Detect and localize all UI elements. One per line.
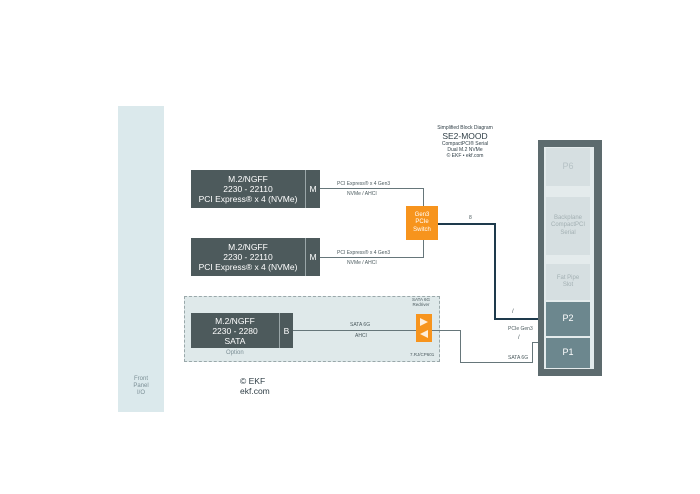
m2-line2: 2230 - 22110 (223, 184, 273, 194)
m2-line3: SATA (224, 335, 246, 346)
title-block: Simplified Block Diagram SE2-MOOD Compac… (434, 125, 496, 159)
bus-label: NVMe / AHCI (347, 260, 377, 266)
pcie-bus-line (494, 223, 496, 319)
link-line (320, 257, 424, 258)
m2-line2: 2230 - 22110 (223, 252, 273, 262)
pcie-bus-line (494, 318, 546, 320)
title-line3: CompactPCI® Serial (441, 141, 489, 147)
m2-line2: 2230 - 2280 (212, 325, 258, 336)
redriver-arrows-icon (420, 318, 428, 338)
bus-label: PCI Express® x 4 Gen3 (337, 250, 391, 256)
slot-backplane: Backplane CompactPCI Serial (546, 197, 590, 255)
slot-p6: P6 (546, 148, 590, 186)
m2-line3: PCI Express® x 4 (NVMe) (198, 262, 298, 272)
m2-line3: PCI Express® x 4 (NVMe) (198, 194, 298, 204)
title-line1: Simplified Block Diagram (437, 125, 493, 131)
switch-line2: PCIe (415, 219, 429, 226)
link-line (532, 342, 533, 363)
title-line4: Dual M.2 NVMe (447, 147, 483, 153)
option-label: Option (226, 350, 244, 356)
sata-redriver (416, 314, 432, 342)
link-line (423, 188, 424, 206)
link-line (293, 330, 416, 331)
title-line5: © EKF • ekf.com (446, 153, 484, 159)
front-panel-bar (118, 106, 164, 412)
m2-line1: M.2/NGFF (215, 315, 255, 326)
m2-slot-nvme-1: M.2/NGFF 2230 - 22110 PCI Express® x 4 (… (191, 170, 320, 208)
m2-slot-sata: M.2/NGFF 2230 - 2280 SATA B (191, 313, 293, 348)
link-line (432, 330, 460, 331)
m2-key: B (279, 313, 293, 348)
m2-slot-nvme-2: M.2/NGFF 2230 - 22110 PCI Express® x 4 (… (191, 238, 320, 276)
redriver-part-label: 7.RJ/CP601 (410, 352, 435, 357)
bus-label: SATA 6G (350, 322, 371, 328)
front-panel-label: Front Panel I/O (133, 376, 149, 396)
m2-line1: M.2/NGFF (228, 174, 268, 184)
bus-label: PCI Express® x 4 Gen3 (337, 181, 391, 187)
redriver-label: SATA 6G Redriver (411, 297, 431, 307)
bus-label: AHCI (355, 333, 367, 339)
lane-slash: / (518, 335, 520, 341)
bus-label: NVMe / AHCI (347, 191, 377, 197)
logo-line2: ekf.com (240, 386, 270, 396)
m2-key: M (305, 170, 320, 208)
link-line (320, 188, 424, 189)
logo-line1: © EKF (240, 376, 266, 386)
link-line (460, 362, 532, 363)
lane-mark: 8 (469, 215, 472, 221)
connector-p2: P2 (546, 302, 590, 336)
ekf-logo: © EKF ekf.com (240, 376, 270, 396)
link-label-p1: SATA 6G (508, 355, 529, 361)
switch-line1: Gen3 (414, 211, 430, 218)
link-line (423, 240, 424, 258)
m2-line1: M.2/NGFF (228, 242, 268, 252)
slot-fat-pipe: Fat Pipe Slot (546, 264, 590, 300)
lane-slash: / (512, 309, 514, 315)
m2-key: M (305, 238, 320, 276)
link-label-p2: PCIe Gen3 (508, 326, 533, 332)
title-product: SE2-MOOD (442, 131, 488, 141)
pcie-switch: Gen3 PCIe Switch (406, 206, 438, 240)
switch-line3: Switch (413, 226, 431, 233)
link-line (460, 330, 461, 362)
connector-p1: P1 (546, 338, 590, 368)
pcie-bus-line (438, 223, 495, 225)
